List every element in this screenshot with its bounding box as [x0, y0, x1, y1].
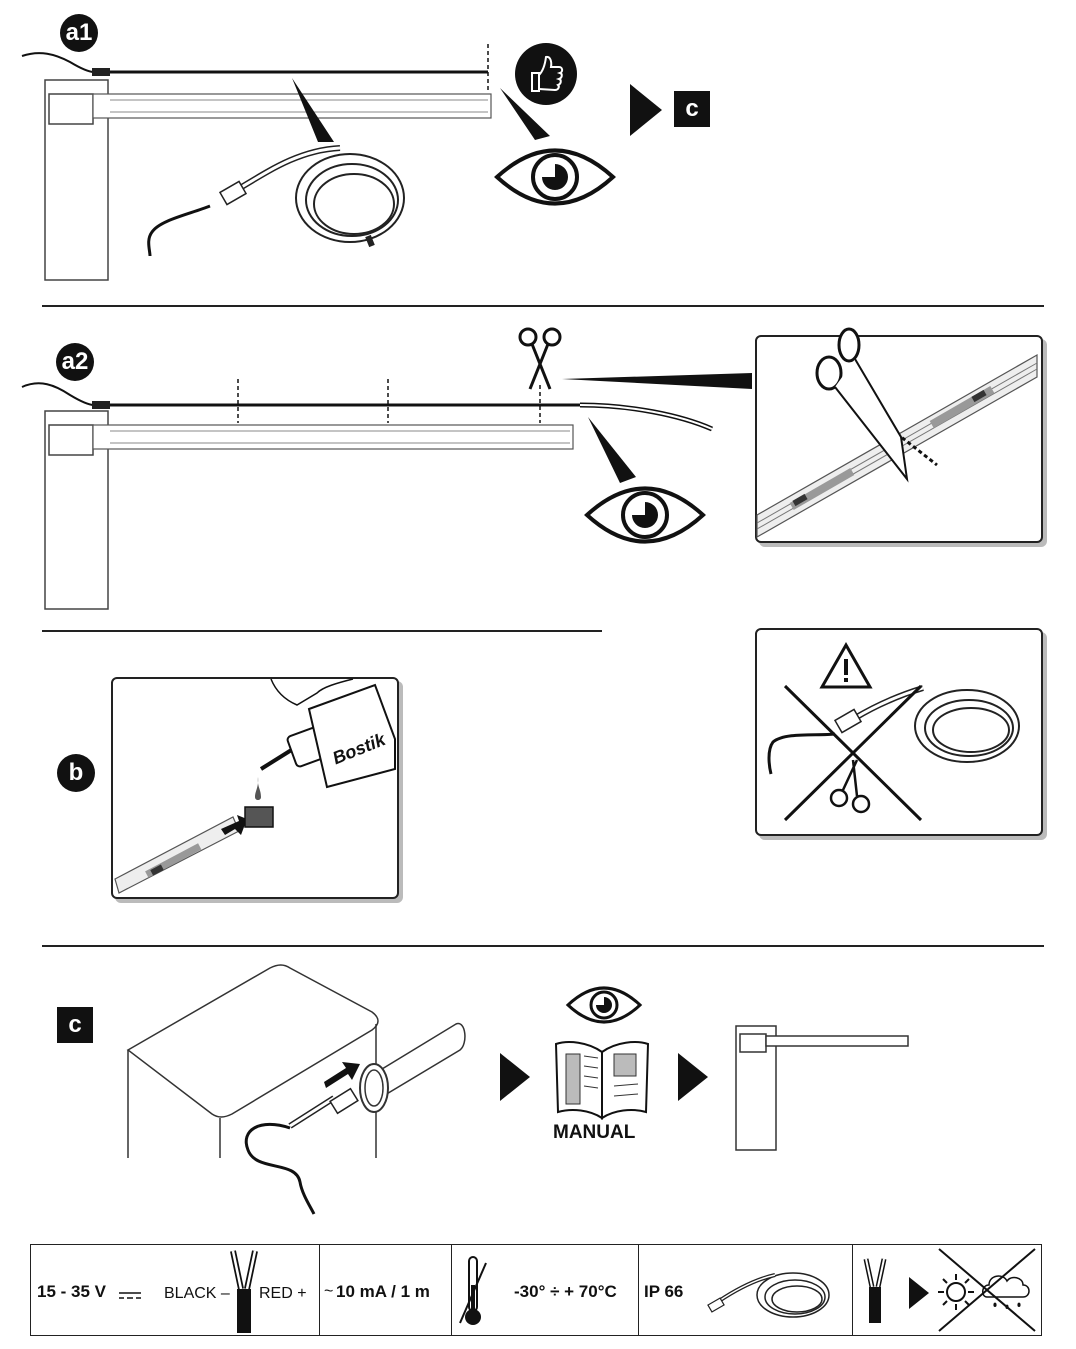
barrier-illustration-a2	[21, 373, 752, 610]
spec-cell-current: ~ 10 mA / 1 m	[320, 1245, 452, 1335]
no-cut-warning-panel	[755, 628, 1043, 836]
step-ref-c: c	[674, 91, 710, 127]
install-illustration	[126, 964, 466, 1215]
sun-icon	[938, 1274, 974, 1310]
play-arrow-icon	[678, 1053, 708, 1101]
barrier-final-illustration	[735, 1025, 909, 1151]
spec-table: 15 - 35 V BLACK – RED + ~ 10 mA / 1 m -3…	[30, 1244, 1042, 1336]
glue-illustration: Bostik	[114, 678, 396, 894]
play-arrow-icon	[630, 84, 662, 136]
eye-icon	[565, 986, 643, 1024]
spec-cell-temperature: -30° ÷ + 70°C	[452, 1245, 639, 1335]
two-wire-cable-icon	[230, 1250, 258, 1333]
thumbs-up-icon	[515, 43, 577, 105]
section-divider-3	[42, 945, 1044, 947]
section-divider-1	[42, 305, 1044, 307]
black-wire-label: BLACK –	[164, 1285, 230, 1302]
section-divider-2	[42, 630, 602, 632]
spec-cell-voltage: 15 - 35 V BLACK – RED +	[31, 1245, 320, 1335]
spec-cell-ip: IP 66	[639, 1245, 853, 1335]
step-badge-b: b	[57, 754, 95, 792]
current-spec: 10 mA / 1 m	[336, 1282, 430, 1301]
led-strip-coil-icon	[707, 1272, 830, 1318]
manual-label: MANUAL	[553, 1122, 636, 1143]
thermometer-icon	[459, 1256, 487, 1325]
cut-detail-illustration	[756, 327, 1038, 539]
current-approx-symbol: ~	[324, 1283, 334, 1300]
step-badge-c: c	[57, 1007, 93, 1043]
no-cut-illustration	[767, 684, 1020, 822]
red-wire-label: RED +	[259, 1285, 307, 1302]
eye-icon	[584, 486, 706, 544]
step-badge-a1: a1	[60, 14, 98, 52]
ip-rating-spec: IP 66	[644, 1282, 684, 1301]
dc-symbol-icon	[119, 1292, 141, 1299]
voltage-spec: 15 - 35 V	[37, 1282, 106, 1301]
manual-book-icon	[554, 1041, 650, 1120]
play-arrow-icon	[500, 1053, 530, 1101]
scissors-icon	[518, 327, 562, 390]
spec-cell-outdoor	[853, 1245, 1041, 1335]
two-wire-cable-icon	[863, 1258, 887, 1323]
not-allowed-cross-icon	[938, 1248, 1036, 1332]
step-badge-a2: a2	[56, 343, 94, 381]
glue-detail-panel: Bostik	[111, 677, 399, 899]
eye-icon	[494, 148, 616, 206]
temperature-spec: -30° ÷ + 70°C	[514, 1282, 617, 1301]
play-arrow-icon	[909, 1277, 929, 1309]
barrier-illustration-a1	[21, 44, 550, 281]
warning-icon	[819, 641, 873, 689]
cut-detail-panel	[755, 327, 1043, 543]
